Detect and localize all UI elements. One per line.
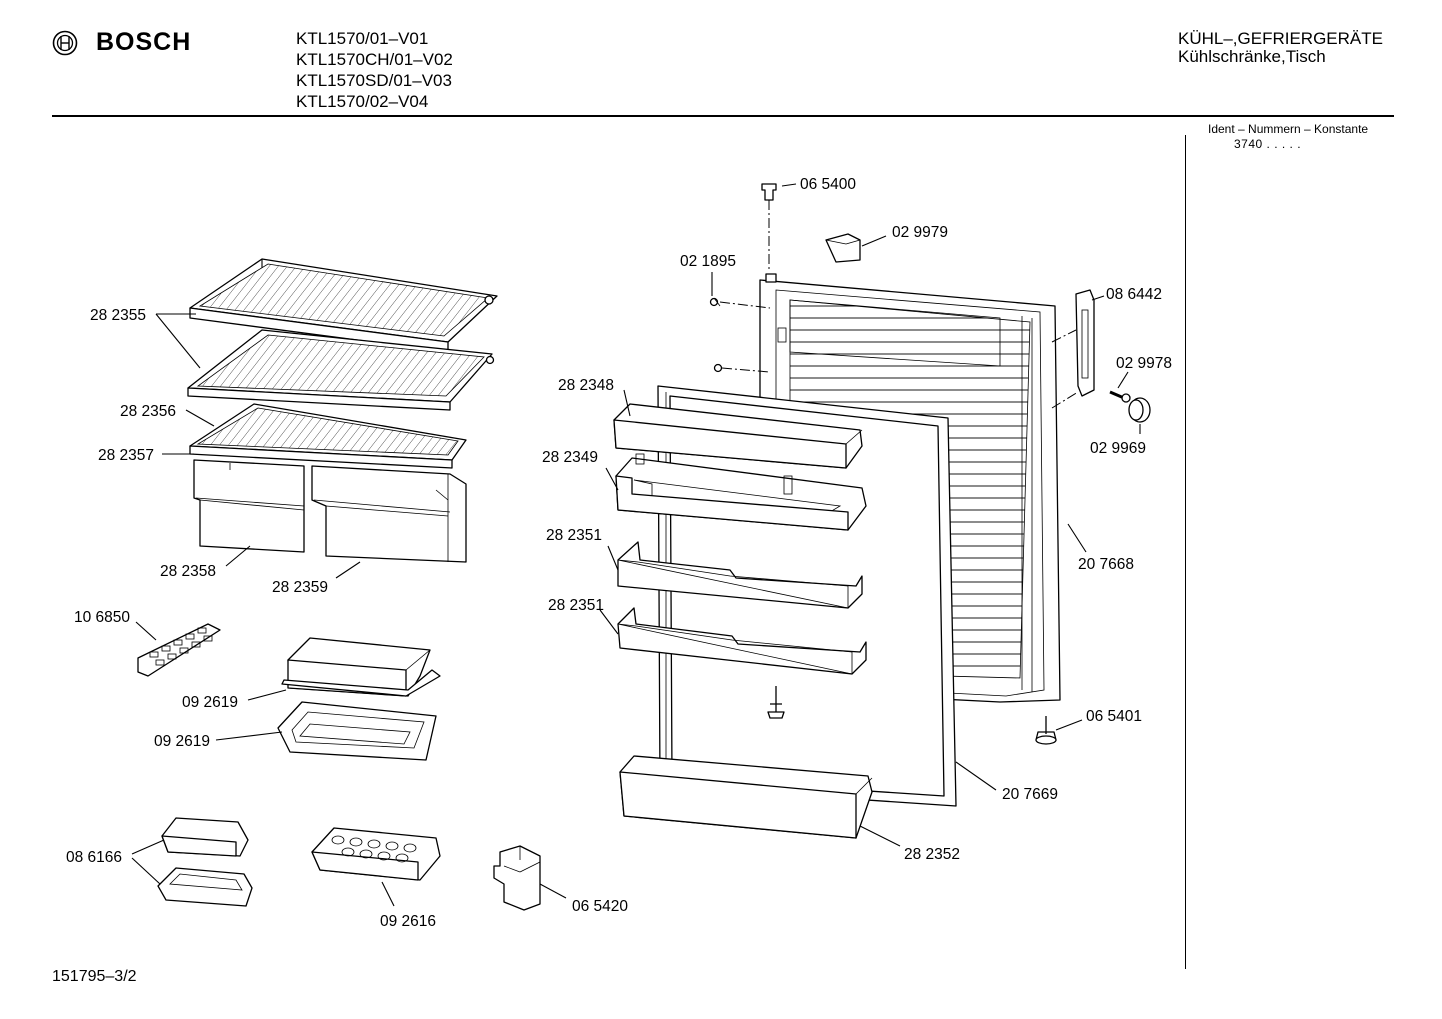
door-shelf-third <box>617 541 863 609</box>
hinge-bolt-middle <box>767 686 785 719</box>
ice-cube-tray <box>137 623 221 677</box>
door-shelf-fourth <box>617 607 867 675</box>
part-label-207669: 20 7669 <box>1002 786 1058 803</box>
sidebar-divider <box>1185 135 1186 969</box>
hinge-bolt-bottom <box>1035 716 1057 745</box>
category-title: KÜHL–,GEFRIERGERÄTE <box>1178 29 1383 48</box>
part-label-282357: 28 2357 <box>98 447 154 464</box>
part-label-282352: 28 2352 <box>904 846 960 863</box>
part-label-282359: 28 2359 <box>272 579 328 596</box>
crisper-drawer-left <box>193 459 305 553</box>
header-divider <box>52 115 1394 117</box>
part-label-282351-a: 28 2351 <box>546 527 602 544</box>
crisper-drawer-right <box>311 465 467 563</box>
part-label-029969: 02 9969 <box>1090 440 1146 457</box>
butter-box-tray <box>277 701 437 761</box>
model-list: KTL1570/01–V01 KTL1570CH/01–V02 KTL1570S… <box>296 28 453 112</box>
part-label-282351-b: 28 2351 <box>548 597 604 614</box>
butter-box-lid <box>281 637 441 697</box>
part-labels: 06 5400 02 9979 02 1895 08 6442 02 9978 … <box>66 176 1172 930</box>
screw-021895 <box>709 297 721 307</box>
brand-name: BOSCH <box>96 28 192 56</box>
glass-shelf-bottom <box>189 403 467 469</box>
part-label-282356: 28 2356 <box>120 403 176 420</box>
bottle-holder <box>493 845 541 911</box>
part-label-092616: 09 2616 <box>380 913 436 930</box>
model-number: KTL1570CH/01–V02 <box>296 50 453 69</box>
part-label-207668: 20 7668 <box>1078 556 1134 573</box>
document-number: 151795–3/2 <box>52 968 137 985</box>
bosch-logo-icon <box>52 30 78 55</box>
screw-lower <box>713 363 723 373</box>
model-number: KTL1570/02–V04 <box>296 92 429 111</box>
leader-lines <box>131 183 1141 907</box>
part-label-065420: 06 5420 <box>572 898 628 915</box>
door-shelf-bottle <box>619 755 873 839</box>
screw-029978 <box>1109 390 1131 403</box>
assembly-line <box>1051 329 1077 343</box>
assembly-line <box>719 301 771 309</box>
assembly-line <box>1051 391 1079 409</box>
small-container-base <box>157 867 253 907</box>
ident-value: 3740 . . . . . <box>1234 137 1302 151</box>
part-label-029978: 02 9978 <box>1116 355 1172 372</box>
part-label-282349: 28 2349 <box>542 449 598 466</box>
brand-header: BOSCH <box>52 28 191 57</box>
cover-cap <box>825 233 861 263</box>
ident-label: Ident – Nummern – Konstante <box>1208 122 1369 136</box>
part-label-092619-a: 09 2619 <box>182 694 238 711</box>
door-shelf-second <box>615 453 867 531</box>
egg-tray <box>311 827 441 881</box>
model-number: KTL1570/01–V01 <box>296 29 429 48</box>
part-label-065401: 06 5401 <box>1086 708 1142 725</box>
product-category: KÜHL–,GEFRIERGERÄTE Kühlschränke,Tisch <box>1178 30 1383 66</box>
category-subtitle: Kühlschränke,Tisch <box>1178 47 1326 66</box>
cap-029969 <box>1128 397 1151 423</box>
exploded-parts-diagram: 06 5400 02 9979 02 1895 08 6442 02 9978 … <box>66 176 1172 930</box>
assembly-line <box>721 367 771 373</box>
door-shelf-top <box>613 403 863 469</box>
part-label-282355: 28 2355 <box>90 307 146 324</box>
door-handle <box>1075 289 1095 397</box>
part-label-106850: 10 6850 <box>74 609 130 626</box>
part-label-086166: 08 6166 <box>66 849 122 866</box>
part-label-021895: 02 1895 <box>680 253 736 270</box>
part-label-086442: 08 6442 <box>1106 286 1162 303</box>
part-label-092619-b: 09 2619 <box>154 733 210 750</box>
model-number: KTL1570SD/01–V03 <box>296 71 452 90</box>
part-label-065400: 06 5400 <box>800 176 856 193</box>
part-label-282358: 28 2358 <box>160 563 216 580</box>
part-label-029979: 02 9979 <box>892 224 948 241</box>
glass-shelf-middle <box>187 329 495 411</box>
ident-block: Ident – Nummern – Konstante 3740 . . . .… <box>1208 122 1368 152</box>
hinge-bolt-top <box>761 183 777 201</box>
small-container-lid <box>161 817 249 857</box>
glass-shelf-top <box>189 258 498 353</box>
part-label-282348: 28 2348 <box>558 377 614 394</box>
